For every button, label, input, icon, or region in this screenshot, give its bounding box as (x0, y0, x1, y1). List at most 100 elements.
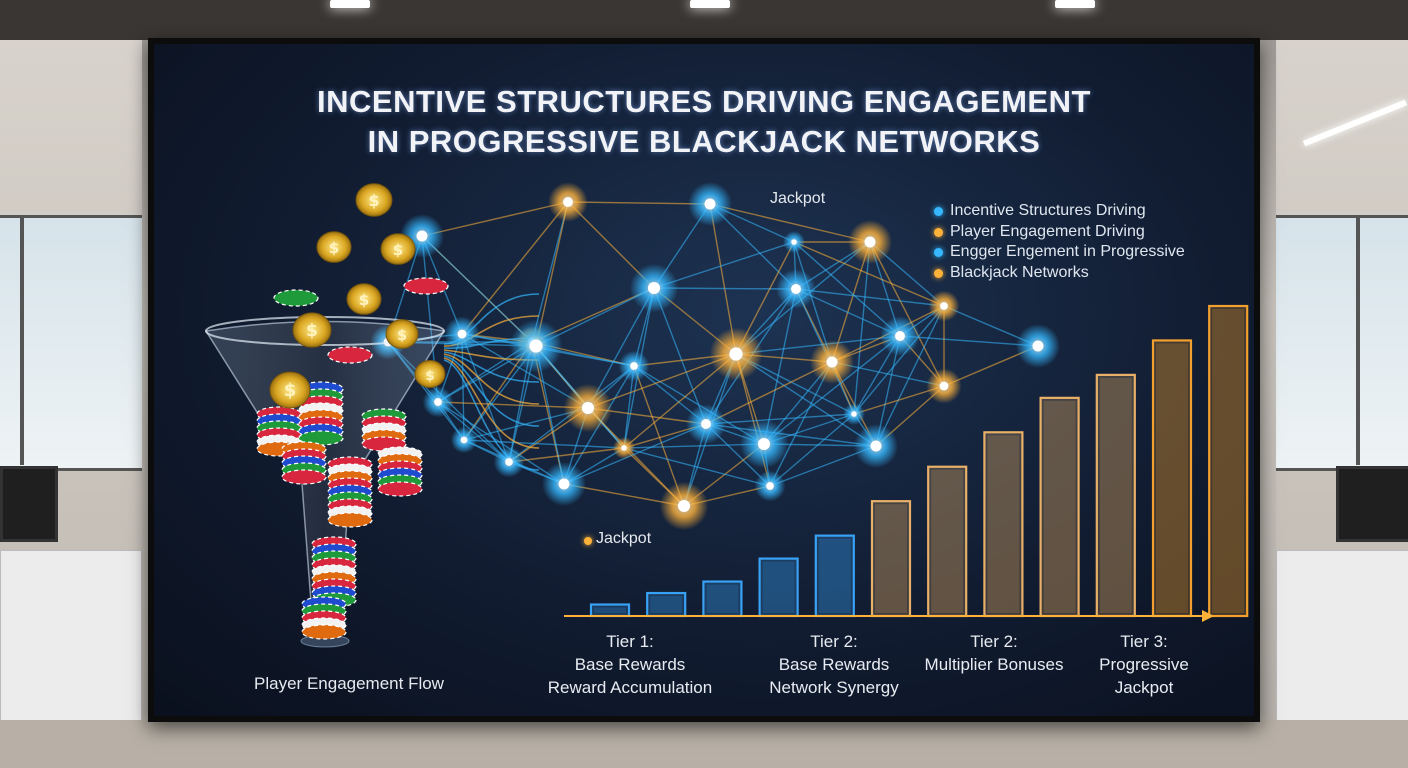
network-link (531, 201, 569, 343)
funnel-graphic: $$$$$$$$ (204, 183, 449, 648)
dollar-sign-icon: $ (284, 380, 297, 401)
network-link (793, 241, 945, 307)
poker-chip (273, 289, 319, 307)
tier-detail: Reward Accumulation (547, 678, 713, 697)
flow-stream (443, 353, 540, 405)
network-node (757, 437, 771, 451)
network-node (457, 329, 467, 339)
tier-subtitle: Base Rewards (574, 655, 686, 674)
network-link (633, 365, 685, 507)
legend-label: Engger Engement in Progressive (950, 243, 1185, 260)
gold-coin (414, 360, 446, 388)
x-axis-arrow-icon (1202, 610, 1214, 622)
gold-coin (292, 312, 332, 348)
network-node (630, 362, 638, 370)
network-node (460, 436, 468, 444)
legend-dot-icon (934, 227, 943, 237)
network-node (621, 445, 627, 451)
network-node (864, 236, 876, 248)
network-link (463, 439, 625, 449)
tier-label-3: Tier 2: Multiplier Bonuses (894, 630, 1094, 676)
tier-label-4: Tier 3: Progressive Jackpot (1044, 630, 1244, 699)
network-link (853, 241, 871, 415)
office-floor (0, 720, 1408, 768)
network-nodes (370, 182, 1060, 531)
tier-label-2: Tier 2: Base Rewards Network Synergy (734, 630, 934, 699)
ceiling-spotlight (330, 0, 370, 8)
dollar-sign-icon: $ (329, 239, 340, 257)
poker-chip (403, 277, 449, 295)
network-node (940, 302, 948, 310)
gold-coin (346, 283, 382, 315)
tier-bar-fill (987, 435, 1020, 613)
network-link (421, 201, 569, 237)
tier-bar-fill (706, 584, 739, 613)
tier-bar-fill (818, 538, 851, 613)
tier-bar (870, 500, 912, 618)
tier-bar (1208, 304, 1249, 618)
network-node (563, 197, 573, 207)
tier-bar-chart (564, 304, 1249, 622)
network-link (563, 423, 707, 485)
ceiling-spotlight (690, 0, 730, 8)
poker-chip (281, 469, 327, 485)
tier-detail: Jackpot (1114, 678, 1174, 697)
network-link (567, 201, 711, 205)
network-node (701, 419, 711, 429)
window-mullion (1356, 215, 1360, 465)
network-link (421, 235, 537, 347)
tier-bar-fill (762, 561, 795, 613)
network-link (793, 241, 901, 337)
network-node (766, 482, 774, 490)
office-monitor-left (0, 466, 58, 542)
tier-title: Tier 3: (1120, 632, 1168, 651)
network-node (529, 339, 543, 353)
network-link (795, 288, 945, 307)
network-link (769, 413, 855, 487)
flow-stream (443, 351, 540, 383)
tier-title: Tier 1: (606, 632, 654, 651)
tier-title: Tier 2: (810, 632, 858, 651)
network-link (875, 305, 945, 447)
legend-dot-icon (934, 207, 943, 216)
poker-chip (301, 624, 347, 640)
presentation-screen: INCENTIVE STRUCTURES DRIVING ENGAGEMENT … (148, 38, 1260, 722)
network-node (895, 331, 905, 341)
dollar-sign-icon: $ (397, 328, 407, 344)
network-node (416, 230, 428, 242)
network-link (653, 287, 707, 425)
gold-coin (385, 319, 419, 349)
network-node (581, 401, 595, 415)
flow-stream (443, 357, 540, 449)
tier-bar-fill (1156, 343, 1188, 613)
network-node (826, 356, 838, 368)
poker-chip (377, 481, 423, 497)
network-node (851, 411, 857, 417)
network-node (729, 347, 743, 361)
legend-label: Blackjack Networks (950, 263, 1089, 281)
window-mullion (20, 215, 24, 465)
tier-subtitle: Multiplier Bonuses (924, 655, 1064, 674)
tier-bar-fill (650, 596, 683, 613)
network-link (633, 365, 765, 445)
tier-bar-fill (1043, 400, 1076, 613)
tier-bar (1151, 339, 1193, 618)
network-node (677, 499, 691, 513)
network-link (705, 361, 833, 425)
network-node (939, 381, 949, 391)
network-link (653, 241, 795, 289)
tier-bar-fill (931, 469, 964, 613)
network-label-bottom: Jackpot (596, 530, 652, 547)
gold-coin (355, 183, 393, 217)
tier-bar (927, 465, 968, 618)
ceiling-spotlight (1055, 0, 1095, 8)
network-link (899, 335, 1039, 347)
gold-coin (269, 371, 311, 409)
tier-bar-fill (594, 607, 626, 613)
network-node (558, 478, 570, 490)
tier-bar-fill (1212, 309, 1245, 613)
office-desk-right (1276, 550, 1408, 722)
network-node (791, 239, 797, 245)
legend-label: Incentive Structures Driving (950, 202, 1146, 219)
legend-dot-icon (934, 268, 943, 278)
